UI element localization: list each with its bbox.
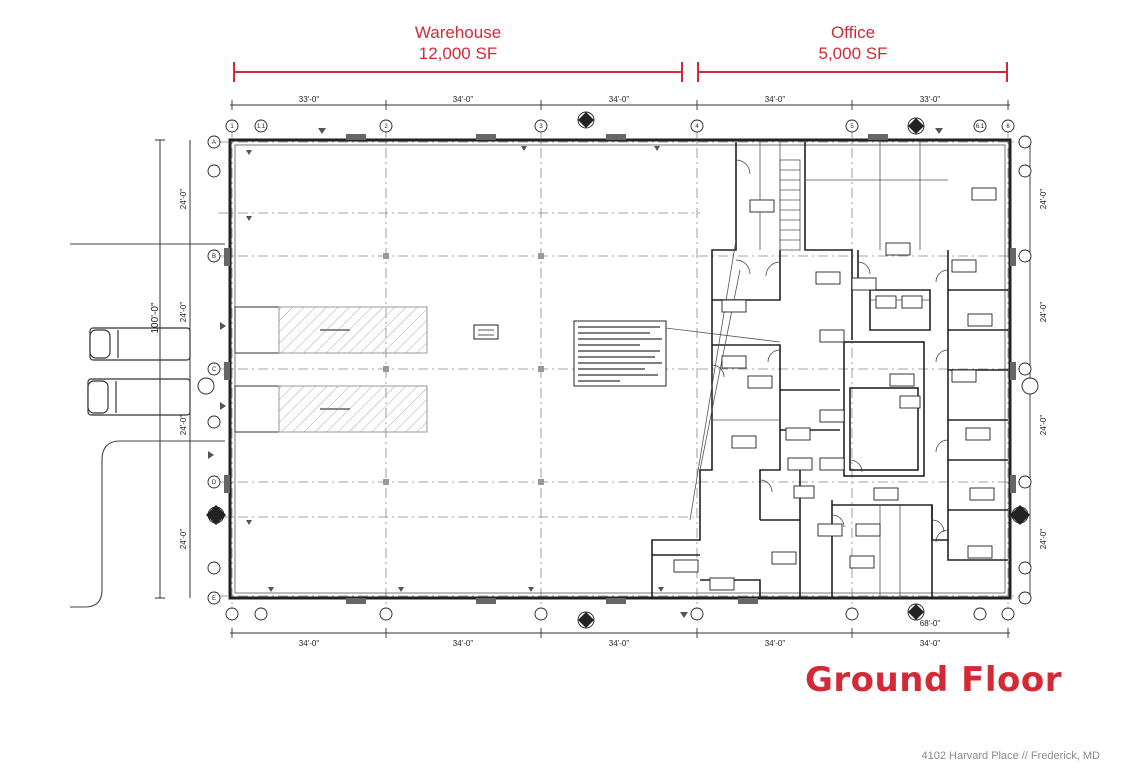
left-dim-2: 24'-0": [179, 302, 188, 323]
loading-zones: [234, 306, 428, 433]
header-dimension-lines: [233, 62, 1008, 82]
door-swings: [711, 159, 949, 543]
svg-text:5: 5: [850, 124, 854, 130]
left-overall-dimension: [155, 139, 191, 599]
office-name: Office: [830, 23, 876, 42]
general-notes: [473, 320, 667, 387]
office-finer-lines: [665, 142, 948, 598]
svg-text:4: 4: [695, 124, 699, 130]
warehouse-area: 12,000 SF: [418, 44, 498, 63]
top-dim-3: 34'-0": [609, 95, 630, 104]
right-dim-3: 24'-0": [1039, 415, 1048, 436]
dimension-labels: 33'-0" 34'-0" 34'-0" 34'-0" 33'-0" 34'-0…: [299, 95, 941, 648]
office-area: 5,000 SF: [818, 44, 888, 63]
office-walls: [651, 142, 1008, 598]
delivery-vans: [87, 327, 191, 416]
dimension-ticks: [231, 100, 1009, 638]
grid-bubble-labels: 1 1.1 2 3 4 5 6.1 6 A B C D E: [212, 124, 1011, 602]
address-footer: 4102 Harvard Place // Frederick, MD: [921, 750, 1100, 762]
vertical-dimension-labels: 24'-0" 24'-0" 24'-0" 24'-0" 100'-0" 24'-…: [150, 189, 1048, 550]
top-dim-5: 33'-0": [920, 95, 941, 104]
bottom-dim-5: 34'-0": [920, 639, 941, 648]
room-tags: [673, 187, 997, 591]
section-markers: [208, 128, 943, 618]
top-dim-1: 33'-0": [299, 95, 320, 104]
svg-text:3: 3: [539, 124, 543, 130]
svg-text:E: E: [212, 596, 216, 602]
section-cut-markers: [206, 112, 1030, 628]
office-label: Office 5,000 SF: [773, 22, 933, 64]
svg-text:A: A: [212, 140, 216, 146]
bottom-dim-2: 34'-0": [453, 639, 474, 648]
top-dim-2: 34'-0": [453, 95, 474, 104]
svg-text:6: 6: [1006, 124, 1010, 130]
page-title: Ground Floor: [805, 660, 1062, 700]
right-dim-2: 24'-0": [1039, 302, 1048, 323]
svg-text:C: C: [212, 367, 217, 373]
right-dim-4: 24'-0": [1039, 529, 1048, 550]
structural-columns: [383, 253, 544, 485]
top-dim-4: 34'-0": [765, 95, 786, 104]
svg-text:1.1: 1.1: [257, 124, 266, 130]
svg-text:B: B: [212, 254, 216, 260]
svg-text:D: D: [212, 480, 217, 486]
svg-text:2: 2: [384, 124, 388, 130]
right-dim-1: 24'-0": [1039, 189, 1048, 210]
left-dim-4: 24'-0": [179, 529, 188, 550]
bottom-dim-3: 34'-0": [609, 639, 630, 648]
warehouse-name: Warehouse: [414, 23, 502, 42]
bottom-dim-1: 34'-0": [299, 639, 320, 648]
wall-openings: [224, 134, 1016, 604]
svg-text:1: 1: [230, 124, 234, 130]
warehouse-label: Warehouse 12,000 SF: [378, 22, 538, 64]
left-dim-1: 24'-0": [179, 189, 188, 210]
driveway-lines: [70, 243, 225, 608]
left-total-dim: 100'-0": [150, 302, 161, 333]
bottom-total-dim: 68'-0": [920, 619, 941, 628]
bottom-dim-4: 34'-0": [765, 639, 786, 648]
left-dim-3: 24'-0": [179, 415, 188, 436]
svg-text:6.1: 6.1: [976, 124, 985, 130]
